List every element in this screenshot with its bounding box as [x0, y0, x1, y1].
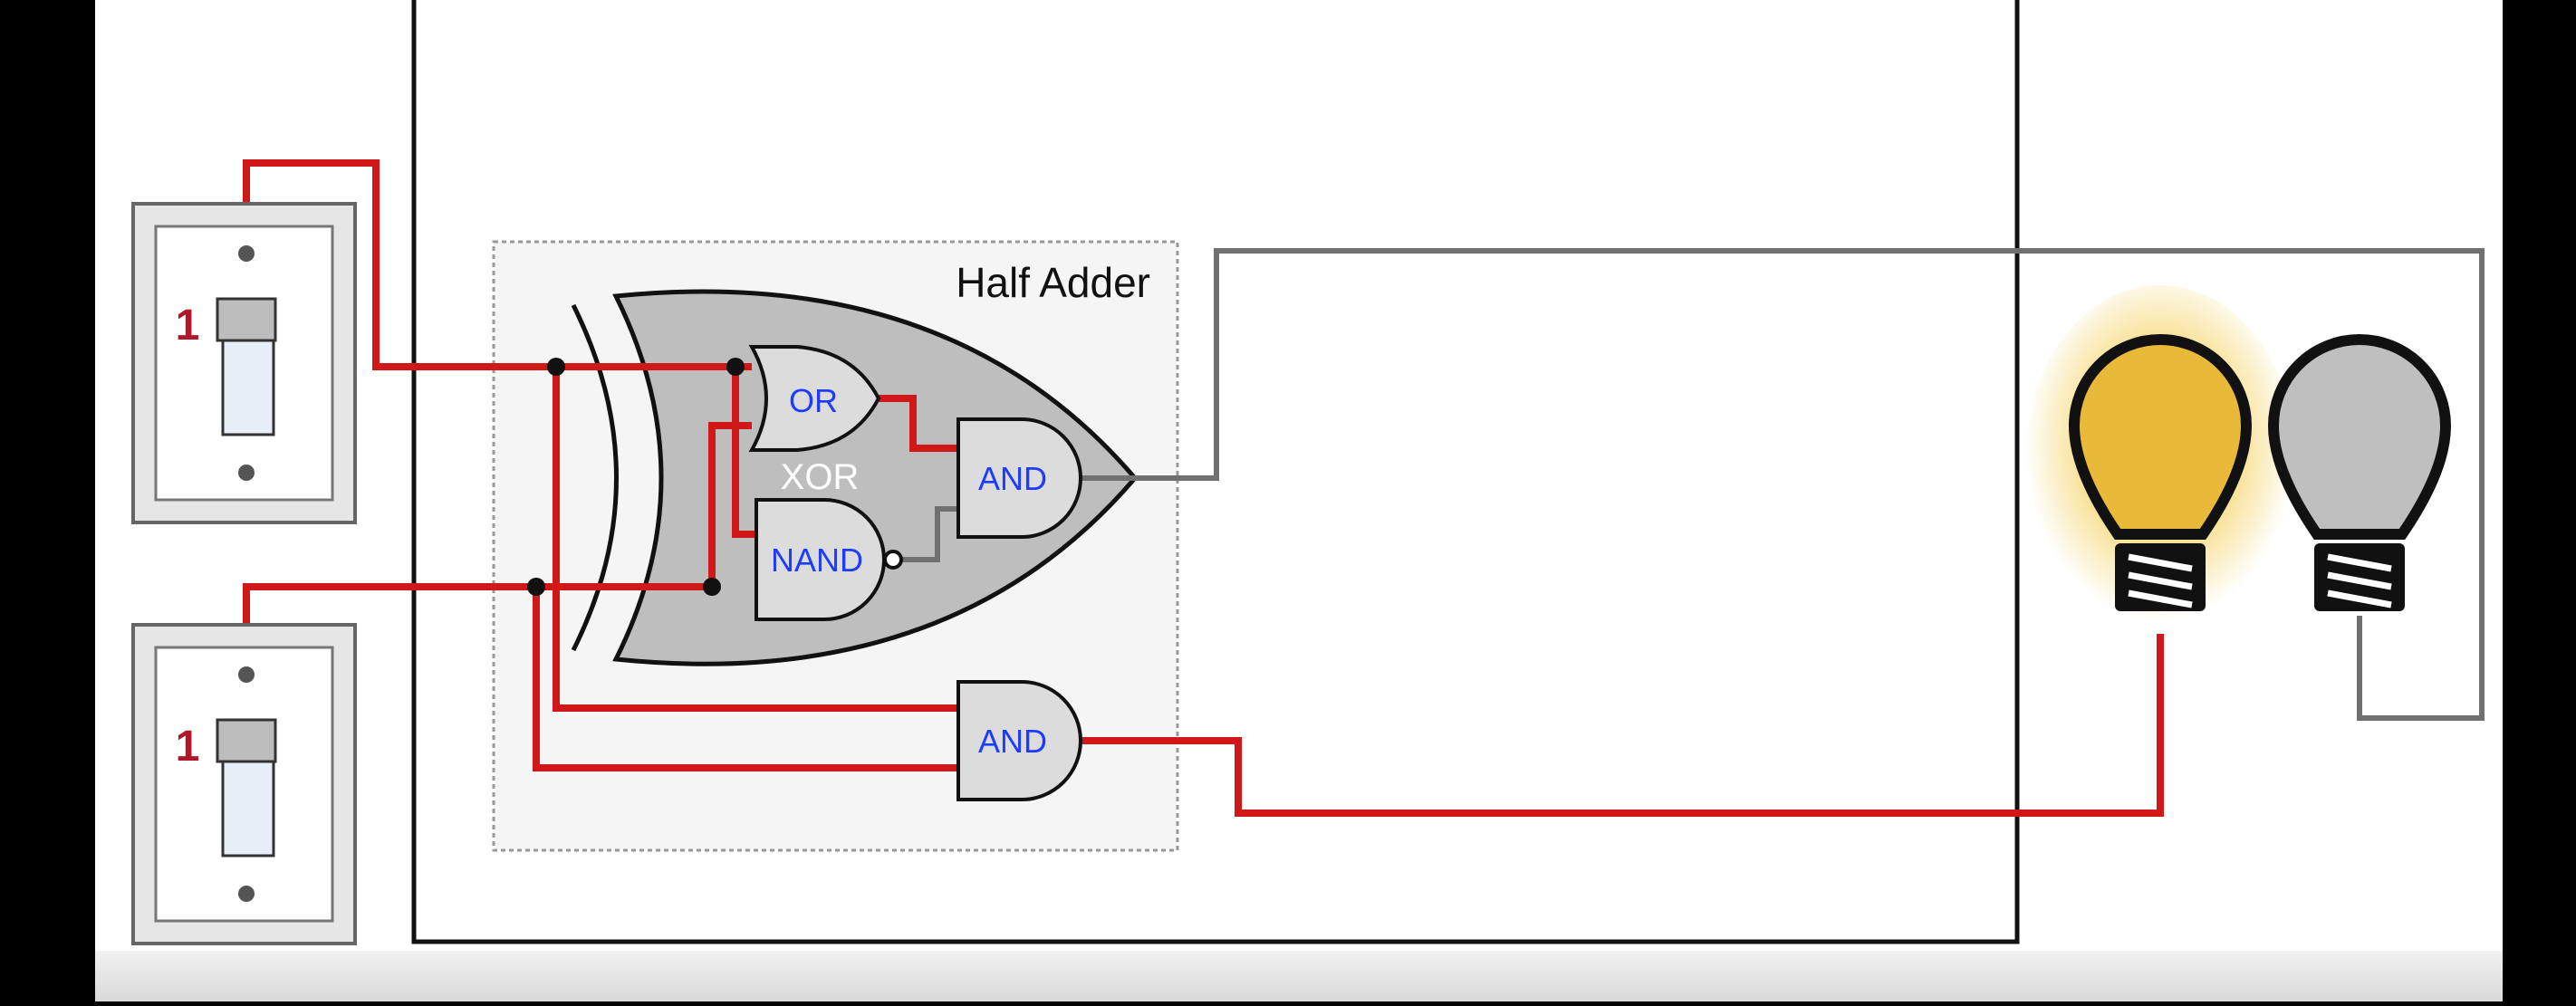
input-b-to-or	[708, 422, 752, 587]
half-adder-title: Half Adder	[956, 259, 1150, 306]
gray-wires	[893, 248, 2485, 721]
switch-b[interactable]	[131, 623, 357, 945]
switch-b-screw-bottom-icon	[238, 886, 255, 902]
nand-bubble	[883, 550, 903, 570]
switch-a-value-label: 1	[176, 302, 200, 350]
lightbulb-unlit-icon	[2267, 334, 2452, 540]
switch-b-value-label: 1	[176, 723, 200, 771]
and-gate-sum	[956, 417, 1082, 539]
or-label: OR	[789, 382, 838, 419]
switch-a-screw-top-icon	[238, 245, 255, 262]
switch-a[interactable]	[131, 202, 357, 524]
switch-b-screw-top-icon	[238, 666, 255, 683]
or-to-and-wire	[879, 395, 958, 452]
carry-output-wire	[1081, 634, 2164, 817]
input-b-to-carry-and	[533, 587, 958, 771]
wire-junctions	[527, 358, 745, 596]
and-sum-label: AND	[978, 460, 1047, 497]
switch-a-toggle	[216, 297, 277, 342]
or-gate	[748, 345, 881, 452]
xor-gate-body	[612, 289, 1139, 666]
and-carry-label: AND	[978, 723, 1047, 760]
outer-box	[411, 0, 2020, 944]
red-wires	[243, 159, 2164, 817]
sum-output-wire	[1081, 248, 2485, 721]
switch-b-toggle	[216, 718, 277, 763]
nand-label: NAND	[771, 541, 863, 579]
switch-a-screw-bottom-icon	[238, 465, 255, 481]
lightbulb-lit-icon	[2068, 334, 2253, 540]
carry-bulb	[2024, 285, 2296, 638]
nand-to-and-wire	[893, 506, 958, 562]
and-gate-carry	[956, 680, 1082, 801]
input-a-wire	[243, 159, 752, 370]
xor-label: XOR	[781, 457, 860, 497]
bottom-bar	[95, 951, 2503, 1001]
sum-bulb	[2267, 334, 2452, 611]
xor-gate-input-curve	[571, 303, 619, 652]
input-a-to-carry-and	[553, 367, 958, 712]
